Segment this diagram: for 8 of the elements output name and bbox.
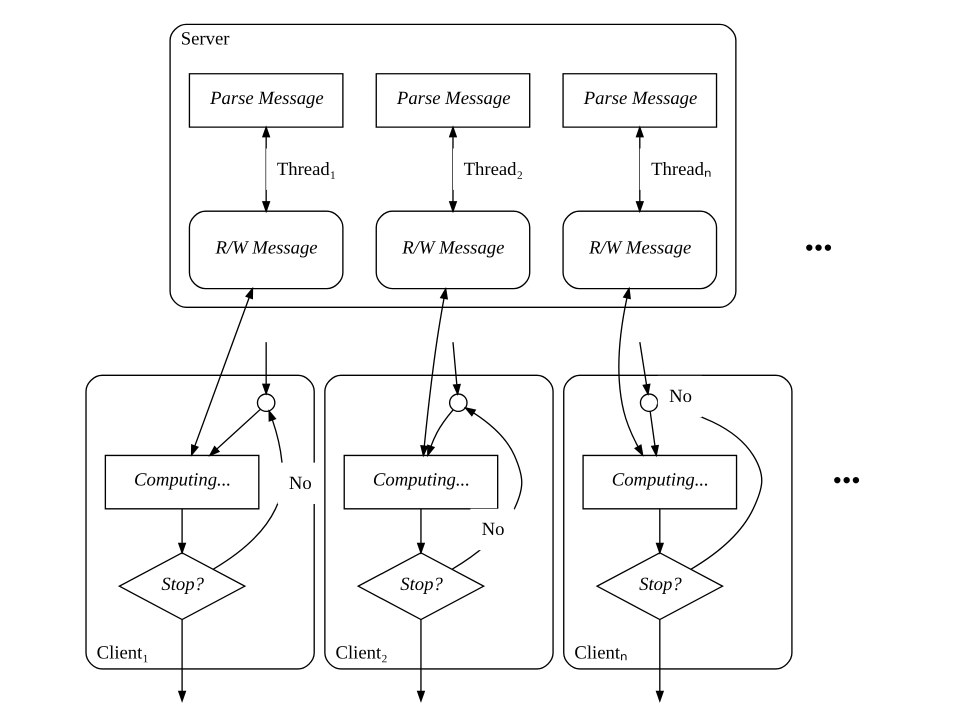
edge-label: No: [288, 472, 312, 494]
edge-label: No: [669, 386, 692, 408]
edge-label: Thread₂: [464, 158, 524, 180]
edge-label: Thread₁: [276, 158, 336, 180]
edge-label: No: [482, 519, 505, 540]
label: •••: [832, 464, 861, 495]
label: •••: [804, 232, 833, 263]
edge-label: Threadₙ: [651, 158, 712, 180]
